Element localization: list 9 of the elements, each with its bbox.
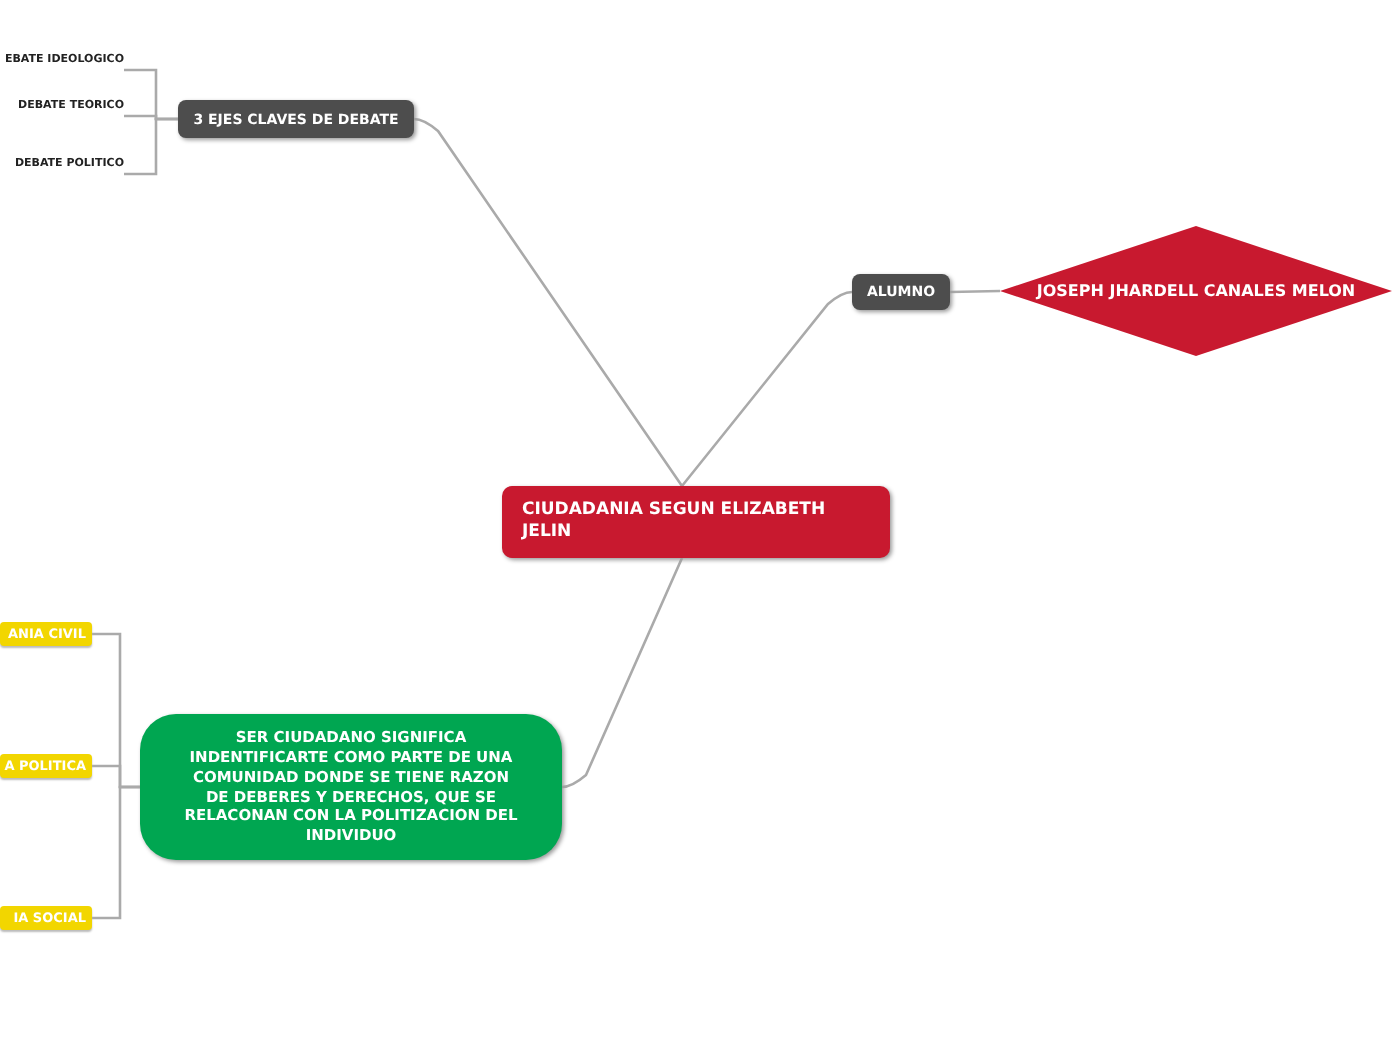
node-label: JOSEPH JHARDELL CANALES MELON — [1036, 282, 1356, 300]
connector-line — [413, 117, 684, 487]
topic-diamond — [1000, 226, 1392, 356]
connector-line — [92, 785, 140, 920]
connector-line — [681, 290, 853, 487]
connector-line — [949, 289, 1001, 294]
connector-line — [561, 557, 684, 789]
connector-line — [124, 117, 178, 176]
central-topic-box: CIUDADANIA SEGUN ELIZABETH JELIN — [502, 486, 890, 558]
